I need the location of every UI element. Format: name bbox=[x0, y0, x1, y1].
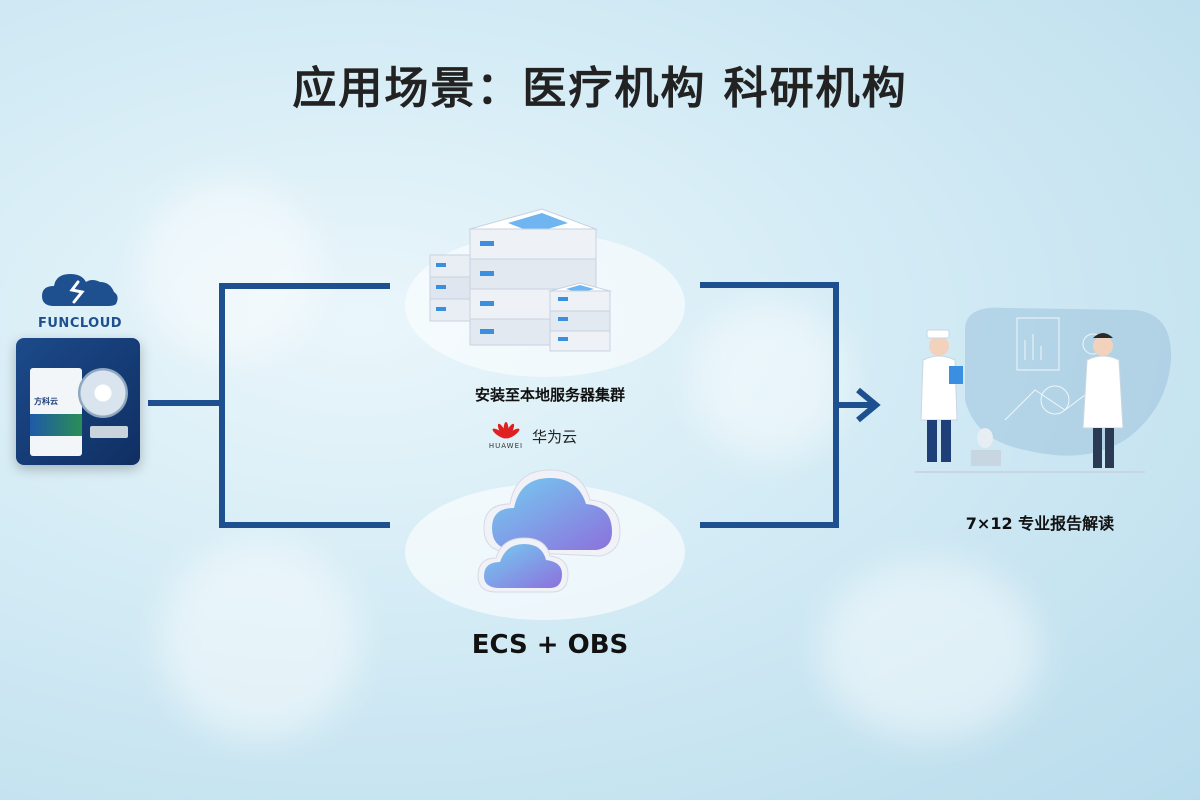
medical-staff-illustration bbox=[915, 307, 1172, 473]
huawei-cloud-logo: HUAWEI 华为云 bbox=[488, 422, 577, 450]
product-package-image: 方科云 bbox=[16, 338, 140, 465]
cloud-storage-icon bbox=[405, 469, 685, 620]
bokeh-light bbox=[140, 180, 320, 360]
nurse-figure bbox=[920, 329, 963, 462]
usb-drive-icon bbox=[90, 426, 128, 438]
bokeh-light bbox=[160, 540, 360, 740]
product-box: 方科云 bbox=[30, 368, 82, 456]
server-caption: 安装至本地服务器集群 bbox=[474, 386, 625, 404]
brand-name: FUNCLOUD bbox=[38, 316, 123, 331]
server-cluster-icon bbox=[405, 208, 685, 377]
page-title: 应用场景：医疗机构 科研机构 bbox=[292, 63, 908, 114]
doctor-figure bbox=[1082, 333, 1124, 468]
huawei-logo-word: HUAWEI bbox=[488, 442, 524, 450]
disc-icon bbox=[78, 368, 128, 418]
product-box-band bbox=[30, 414, 82, 436]
huawei-logo: HUAWEI bbox=[488, 422, 524, 450]
cloud-provider-name: 华为云 bbox=[532, 427, 578, 446]
bokeh-light bbox=[690, 300, 850, 460]
funcloud-logo-icon bbox=[42, 274, 118, 306]
report-caption: 7×12 专业报告解读 bbox=[965, 514, 1115, 533]
huawei-petals-icon bbox=[492, 422, 520, 439]
cloud-caption: ECS + OBS bbox=[471, 630, 629, 660]
bokeh-light bbox=[820, 560, 1040, 740]
product-box-label: 方科云 bbox=[34, 397, 58, 406]
funcloud-brand: FUNCLOUD bbox=[38, 268, 122, 331]
